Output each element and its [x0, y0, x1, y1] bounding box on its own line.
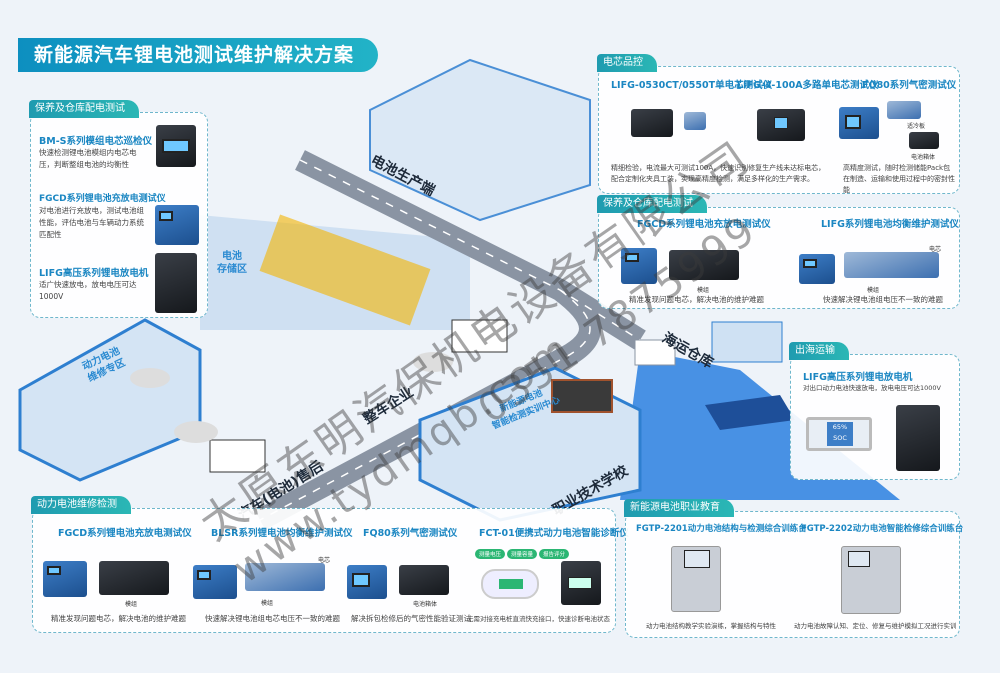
- bus: [451, 319, 508, 353]
- product-desc: 快速检测锂电池模组内电芯电压，判断整组电池的均衡性: [39, 148, 137, 169]
- battery-cell-image: [684, 112, 706, 130]
- product-name: FQ80系列气密测试仪: [363, 528, 458, 539]
- blsr-device-image: [193, 565, 237, 599]
- car-2: [130, 368, 170, 388]
- lifg-balancer-image: [799, 254, 835, 284]
- chip-voltage: 测量电压: [475, 549, 506, 559]
- panel-tag: 动力电池维修检测: [31, 496, 131, 514]
- label-cell: 电芯: [929, 246, 942, 253]
- page-title: 新能源汽车锂电池测试维护解决方案: [18, 38, 378, 72]
- battery-case-image: [399, 565, 449, 595]
- product-name: LIFG系列锂电池均衡维护测试仪: [821, 219, 959, 230]
- product-name: FGCD系列锂电池充放电测试仪: [39, 194, 166, 204]
- fgcd-device-image: [43, 561, 87, 597]
- assembly-line: [259, 214, 431, 326]
- panel-education: 新能源电池职业教育 FGTP-2201动力电池结构与检测综合训练台 FGTP-2…: [624, 499, 964, 638]
- fgcd-device-image: [155, 205, 199, 245]
- fq80-desc: 高精度测试，随时检测储能Pack包在制造、运输和使用过程中的密封性能: [843, 164, 955, 194]
- product-name: LIFG高压系列锂电放电机: [39, 268, 149, 279]
- panel-tag: 新能源电池职业教育: [624, 499, 734, 517]
- panel-maintenance-left: 保养及仓库配电测试 BM-S系列模组电芯巡检仪 快速检测锂电池模组内电芯电压，判…: [29, 100, 208, 318]
- module-image: [669, 250, 739, 280]
- chip-capacity: 测量容量: [507, 549, 538, 559]
- product-name: LIFG-4-100A多路单电芯测试仪: [737, 80, 879, 91]
- panel-maintenance-right: 保养及仓库配电测试 FGCD系列锂电池充放电测试仪 LIFG系列锂电池均衡维护测…: [597, 195, 960, 309]
- label-module: 模组: [697, 287, 710, 294]
- fgtp-2202-image: [841, 546, 901, 614]
- blackboard: [551, 379, 613, 413]
- cold-plate-image: [887, 101, 921, 119]
- battery-pack-image: [844, 252, 939, 278]
- label-battery-case: 电池箱体: [911, 154, 936, 161]
- product-desc: 对出口动力电池快速放电，放电电压可达1000V: [803, 384, 941, 392]
- factory-building: [369, 58, 591, 222]
- panel-tag: 保养及仓库配电测试: [597, 195, 707, 213]
- product-desc: 动力电池故障认知、定位、修复与维护模拟工况进行实训: [794, 622, 957, 630]
- product-name: LIFG高压系列锂电放电机: [803, 372, 913, 383]
- product-desc: 适广快速放电，放电电压可达1000V: [39, 280, 137, 301]
- product-name: FQ80系列气密测试仪: [862, 80, 957, 91]
- area-storage: 电池 存储区: [217, 251, 247, 275]
- fgtp-2201-image: [671, 546, 721, 612]
- product-name: BM-S系列模组电芯巡检仪: [39, 136, 152, 147]
- single-cell-tester-image: [631, 109, 673, 137]
- label-cell: 电芯: [318, 557, 331, 564]
- fct-01-device-image: [561, 561, 601, 605]
- product-desc: 精准发现问题电芯，解决电池的维护难题: [51, 614, 186, 623]
- product-name: FGTP-2201动力电池结构与检测综合训练台: [636, 524, 807, 534]
- product-desc: 解决拆包检修后的气密性能验证测试: [351, 614, 471, 623]
- diagnosis-chips: 测量电压 测量容量 报告评分: [475, 549, 570, 559]
- product-desc: 对电池进行充放电，测试电池组性能，评估电池与车辆动力系统匹配性: [39, 206, 144, 239]
- module-image: [99, 561, 169, 595]
- lifg-discharger-image: [155, 253, 197, 313]
- panel-tag: 出海运输: [789, 342, 849, 360]
- label-module: 模组: [867, 287, 880, 294]
- lifg-discharger-image: [896, 405, 940, 471]
- bus-2: [209, 439, 266, 473]
- product-name: FCT-01便携式动力电池智能诊断仪: [479, 528, 629, 539]
- product-name: FGCD系列锂电池充放电测试仪: [637, 219, 771, 230]
- fq80-device-image: [839, 107, 879, 139]
- fgcd-device-image: [621, 248, 657, 284]
- panel-tag: 保养及仓库配电测试: [29, 100, 139, 118]
- repair-building: [18, 318, 202, 482]
- ev-chassis-image: 65% SOC: [806, 417, 872, 451]
- car: [413, 352, 453, 372]
- chip-report: 报告评分: [539, 549, 570, 559]
- multi-cell-tester-image: [757, 109, 805, 141]
- ship: [705, 395, 795, 430]
- product-desc: 快速解决锂电池组电压不一致的难题: [823, 295, 943, 304]
- cell-qc-desc: 精细检验，电流最大可测试100A，快速识别修复生产线未达标电芯，配合定制化夹具工…: [611, 164, 826, 183]
- label-cold-plate: 适冷板: [907, 123, 926, 130]
- product-desc: 动力电池结构教学实验演练，掌握结构与特性: [646, 622, 776, 630]
- product-desc: 快速解决锂电池组电芯电压不一致的难题: [205, 614, 340, 623]
- battery-pack-image: [245, 563, 325, 591]
- label-battery-case: 电池箱体: [413, 601, 438, 608]
- car-3: [174, 421, 218, 443]
- label-module: 模组: [125, 601, 138, 608]
- product-name: BLSR系列锂电池均衡维护测试仪: [211, 528, 353, 539]
- panel-shipping: 出海运输 LIFG高压系列锂电放电机 对出口动力电池快速放电，放电电压可达100…: [789, 342, 960, 480]
- panel-tag: 电芯品控: [597, 54, 657, 72]
- product-name: LIFG-0530CT/0550T单电芯测试仪: [611, 80, 773, 91]
- panel-repair: 动力电池维修检测 FGCD系列锂电池充放电测试仪 BLSR系列锂电池均衡维护测试…: [31, 496, 629, 633]
- product-desc: 无需对接充电桩直流快充接口，快速诊断电池状态: [467, 615, 610, 623]
- product-name: FGTP-2202动力电池智能检修综合训练台: [801, 524, 964, 534]
- warehouse-building: [711, 321, 783, 363]
- soc-indicator: 65% SOC: [827, 422, 853, 446]
- label-module: 模组: [261, 600, 274, 607]
- product-name: FGCD系列锂电池充放电测试仪: [58, 528, 192, 539]
- truck: [634, 339, 676, 366]
- fq80-device-image: [347, 565, 387, 599]
- panel-cell-qc: 电芯品控 LIFG-0530CT/0550T单电芯测试仪 LIFG-4-100A…: [597, 54, 960, 194]
- bm-s-device-image: [156, 125, 196, 167]
- battery-case-image: [909, 132, 939, 149]
- ev-battery-car-image: [481, 569, 539, 599]
- product-desc: 精准发现问题电芯，解决电池的维护难题: [629, 295, 764, 304]
- road-lines: [259, 159, 641, 521]
